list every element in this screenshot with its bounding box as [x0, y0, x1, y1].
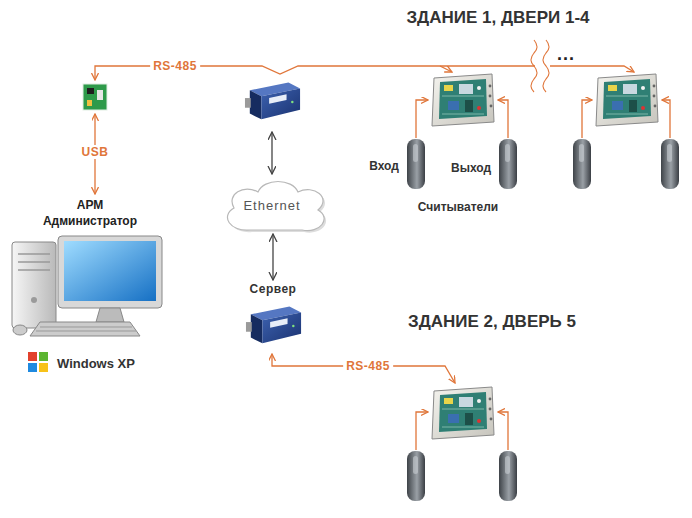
reader-label: Выход: [451, 161, 491, 175]
computer: [12, 236, 162, 336]
reader-label: Вход: [369, 159, 399, 173]
node-title: АРМ Администратор: [38, 198, 143, 229]
connector: [272, 234, 273, 280]
bus-label: USB: [79, 145, 112, 159]
server-device: Сервер: [234, 282, 312, 350]
windows-logo: [28, 352, 48, 372]
continuation-mark: ...: [557, 44, 575, 65]
bus-label: RS-485: [150, 59, 200, 73]
workstation: АРМ АдминистраторWindows XP: [5, 198, 175, 378]
group-label: Считыватели: [418, 200, 498, 214]
ethernet-link: [271, 132, 272, 174]
building-title: ЗДАНИЕ 2, ДВЕРЬ 5: [408, 312, 576, 332]
network-cloud: Ethernet: [220, 178, 324, 232]
bus-label: RS-485: [343, 359, 393, 373]
controllers: [432, 74, 658, 439]
ethernet-cloud: [227, 182, 326, 233]
node-title: Сервер: [234, 282, 312, 296]
building-title: ЗДАНИЕ 1, ДВЕРИ 1-4: [406, 8, 589, 28]
node-caption: Windows XP: [57, 356, 175, 371]
node-title: Ethernet: [243, 198, 300, 213]
usb-converter: [83, 84, 107, 110]
readers: [407, 139, 679, 501]
rs485-bus: [95, 40, 670, 450]
converters: [245, 83, 301, 344]
